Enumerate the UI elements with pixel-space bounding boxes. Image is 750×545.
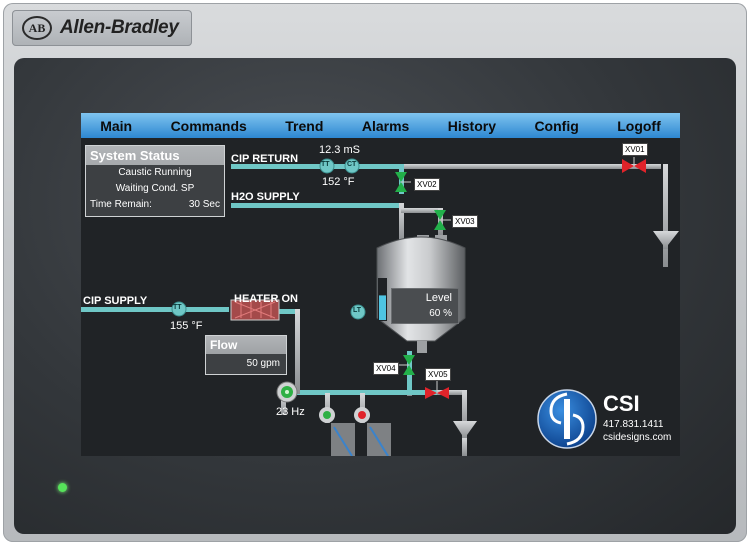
chemical-pump-red-icon[interactable] bbox=[354, 407, 370, 423]
h2o-supply-label: H2O SUPPLY bbox=[231, 191, 300, 203]
status-line-1: Caustic Running bbox=[118, 167, 192, 178]
drain-funnel-icon bbox=[653, 231, 679, 249]
status-line-2: Waiting Cond. SP bbox=[115, 183, 195, 194]
menu-bar: Main Commands Trend Alarms History Confi… bbox=[81, 113, 680, 138]
menu-trend[interactable]: Trend bbox=[285, 117, 324, 134]
chemical-pump-green-icon[interactable] bbox=[319, 407, 335, 423]
menu-history[interactable]: History bbox=[447, 117, 496, 134]
tank-level-panel: Level 60 % bbox=[391, 288, 459, 324]
valve-xv01-tag: XV01 bbox=[622, 143, 648, 156]
tank-level-bar bbox=[379, 295, 386, 320]
cip-supply-pipe bbox=[81, 307, 300, 415]
ab-logo-icon: AB bbox=[22, 16, 52, 40]
menu-logoff[interactable]: Logoff bbox=[617, 117, 661, 134]
flow-value: 50 gpm bbox=[246, 358, 280, 369]
power-led-icon bbox=[58, 483, 67, 492]
valve-xv01-icon[interactable] bbox=[622, 157, 646, 173]
status-body bbox=[86, 165, 224, 216]
system-status-panel: System Status Caustic Running Waiting Co… bbox=[85, 145, 225, 217]
pump-icon[interactable] bbox=[276, 381, 298, 403]
valve-xv02-tag: XV02 bbox=[414, 178, 440, 191]
temperature-transmitter-icon bbox=[319, 158, 335, 174]
supply-temperature-value: 155 °F bbox=[170, 320, 203, 332]
cip-supply-label: CIP SUPPLY bbox=[83, 295, 148, 307]
menu-alarms[interactable]: Alarms bbox=[361, 117, 410, 134]
csi-website: csidesigns.com bbox=[603, 432, 672, 443]
tank-level-value: 60 % bbox=[429, 308, 452, 319]
ct-label: CT bbox=[347, 161, 357, 168]
brand-name: Allen-Bradley bbox=[60, 17, 179, 38]
level-transmitter-icon bbox=[350, 304, 366, 320]
supply-temperature-transmitter-icon bbox=[171, 301, 187, 317]
tank-level-label: Level bbox=[425, 292, 452, 304]
valve-xv03-icon[interactable] bbox=[434, 210, 451, 230]
chemical-drum-icon bbox=[325, 393, 391, 456]
csi-logo-icon bbox=[537, 389, 597, 449]
system-status-title: System Status bbox=[90, 148, 180, 163]
flow-label: Flow bbox=[210, 338, 238, 352]
valve-xv02-icon[interactable] bbox=[395, 172, 411, 192]
time-remain-label: Time Remain: bbox=[90, 199, 152, 210]
drain-funnel-icon bbox=[453, 421, 477, 439]
valve-xv04-tag: XV04 bbox=[373, 362, 399, 375]
csi-phone: 417.831.1411 bbox=[603, 419, 664, 430]
menu-main[interactable]: Main bbox=[100, 117, 133, 134]
time-remain-value: 30 Sec bbox=[188, 199, 220, 210]
menu-config[interactable]: Config bbox=[534, 117, 579, 134]
lt-label: LT bbox=[353, 307, 362, 314]
conductivity-transmitter-icon bbox=[344, 158, 360, 174]
valve-xv03-tag: XV03 bbox=[452, 215, 478, 228]
brand-plate: AB Allen-Bradley bbox=[12, 10, 192, 46]
tt-label: TT bbox=[321, 161, 330, 168]
cip-return-label: CIP RETURN bbox=[231, 153, 299, 165]
heater-on-label: HEATER ON bbox=[234, 293, 298, 305]
csi-brand-name: CSI bbox=[603, 391, 640, 416]
hmi-screen: Main Commands Trend Alarms History Confi… bbox=[81, 113, 680, 456]
flow-panel: Flow 50 gpm bbox=[205, 335, 287, 375]
heater-icon bbox=[230, 299, 280, 321]
pump-speed-value: 23 Hz bbox=[276, 406, 305, 418]
conductivity-value: 12.3 mS bbox=[319, 144, 360, 156]
flow-body bbox=[206, 354, 286, 374]
valve-xv04-icon[interactable] bbox=[399, 355, 415, 375]
menu-commands[interactable]: Commands bbox=[170, 117, 247, 134]
h2o-supply-pipe bbox=[231, 203, 443, 243]
valve-xv05-tag: XV05 bbox=[425, 368, 451, 381]
valve-xv05-icon[interactable] bbox=[425, 381, 449, 399]
return-temperature-value: 152 °F bbox=[322, 176, 355, 188]
tt2-label: TT bbox=[173, 304, 182, 311]
